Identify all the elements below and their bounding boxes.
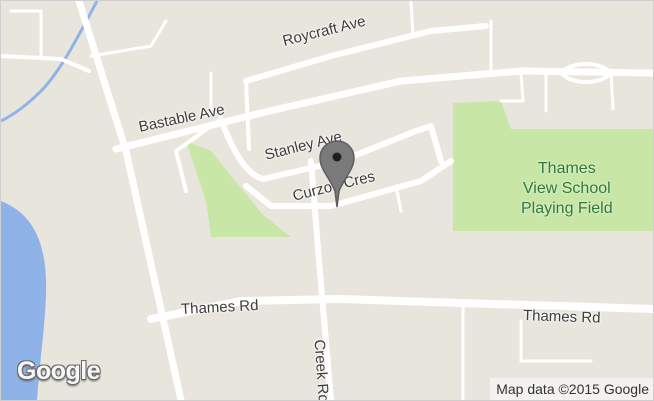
road-creek-rd xyxy=(308,158,334,400)
road-curzon-cres xyxy=(243,158,454,209)
park-label-line: Thames xyxy=(537,160,596,177)
road-lane-north xyxy=(89,19,168,58)
map-attribution[interactable]: Map data ©2015 Google xyxy=(490,378,653,400)
park-area-west xyxy=(186,141,291,237)
road-roycraft-ave xyxy=(243,23,489,84)
road-south-spur-2 xyxy=(519,319,593,363)
road-lane-nw xyxy=(9,9,43,58)
road-label-thames-rd-right: Thames Rd xyxy=(522,307,601,327)
map-pin-icon[interactable] xyxy=(319,139,355,209)
park-label-thames-view-school: Thames View School Playing Field xyxy=(521,159,613,219)
park-label-line: View School xyxy=(522,180,611,197)
park-label-line: Playing Field xyxy=(521,200,613,217)
road-lane-west xyxy=(1,54,91,73)
road-thames-rd xyxy=(147,295,653,323)
road-stanley-ave xyxy=(218,116,444,182)
google-logo[interactable]: Google xyxy=(17,357,101,385)
river xyxy=(1,201,47,400)
park-area-thames-view xyxy=(453,101,653,231)
road-curzon-spur xyxy=(394,184,403,213)
road-north-spur xyxy=(409,1,415,38)
road-spur-east-2 xyxy=(609,71,615,111)
road-spur-park xyxy=(499,71,525,103)
road-stanley-west xyxy=(174,117,223,193)
